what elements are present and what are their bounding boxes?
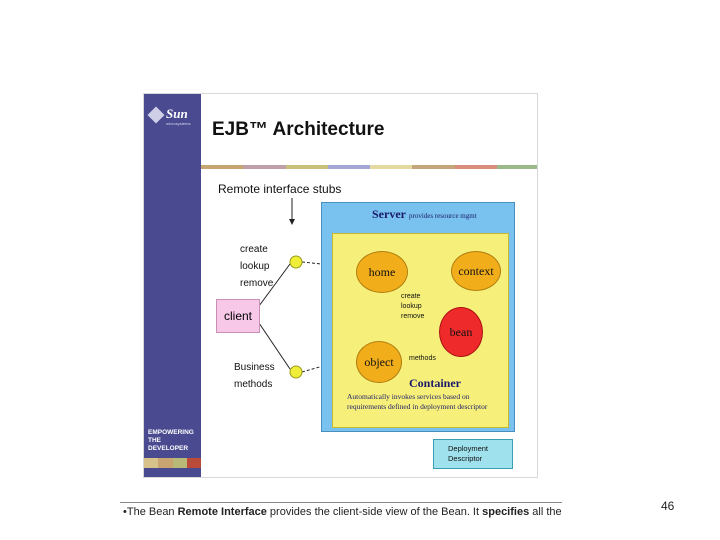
client-box: client [216, 299, 260, 333]
sun-logo: Sun microsystems [147, 106, 195, 132]
remote-stub-label: Remote interface stubs [218, 182, 342, 196]
object-bean-methods: methods [409, 355, 436, 362]
deployment-line-1: Deployment [448, 444, 489, 453]
footer-text-part: provides the client-side view of the Bea… [266, 506, 483, 518]
color-swatch [172, 458, 187, 468]
business-methods-label: Business methods [234, 359, 275, 393]
stripe-segment [454, 165, 497, 169]
stripe-segment [201, 165, 244, 169]
home-bean-calls: create lookup remove [401, 292, 424, 322]
slide-title: EJB™ Architecture [212, 119, 385, 140]
tagline-line-1: EMPOWERING [148, 429, 194, 436]
color-swatch [158, 458, 173, 468]
footer-text-bold: specifies [482, 506, 530, 518]
stripe-segment [370, 165, 413, 169]
stripe-segment [412, 165, 455, 169]
page-number: 46 [661, 499, 675, 513]
logo-text: Sun [166, 106, 188, 121]
logo-subtext: microsystems [166, 121, 191, 126]
client-to-stub-top [258, 263, 291, 307]
title-stripe [201, 165, 537, 169]
footer-text-bold: Remote Interface [177, 506, 267, 518]
home-bean-lookup: lookup [401, 303, 422, 310]
deployment-descriptor-box: Deployment Descriptor [433, 439, 513, 469]
object-node: object [356, 341, 402, 383]
deployment-line-2: Descriptor [448, 454, 483, 463]
client-call-create: create [240, 244, 268, 255]
stub-dot-bottom [289, 365, 303, 379]
stub-dot-top [289, 255, 303, 269]
sidebar: Sun microsystems EMPOWERING THE DEVELOPE… [144, 94, 201, 477]
container-label: Container [409, 376, 461, 390]
tagline: EMPOWERING THE DEVELOPER [148, 429, 201, 453]
bean-node: bean [439, 307, 483, 357]
footer-text-box: •The Bean Remote Interface provides the … [120, 502, 562, 521]
client-call-list: create lookup remove [240, 241, 273, 292]
stripe-segment [327, 165, 370, 169]
color-swatch [186, 458, 201, 468]
home-bean-remove: remove [401, 313, 425, 320]
business-label-line-2: methods [234, 379, 273, 390]
color-swatch [144, 458, 159, 468]
stripe-segment [496, 165, 537, 169]
footer-text-part: all the [529, 506, 562, 518]
client-call-remove: remove [240, 278, 274, 289]
footer-text: •The Bean Remote Interface provides the … [123, 506, 562, 518]
container-box: home context bean object create lookup r… [332, 233, 509, 428]
server-title-text: Server [372, 207, 406, 221]
container-description: Automatically invokes services based on … [347, 392, 488, 411]
stripe-segment [285, 165, 328, 169]
color-swatches [144, 458, 201, 468]
tagline-line-2: THE DEVELOPER [148, 437, 189, 452]
client-to-stub-bottom [258, 322, 291, 370]
context-node: context [451, 251, 501, 291]
client-call-lookup: lookup [240, 261, 270, 272]
home-bean-create: create [401, 293, 421, 300]
footer-text-part: •The Bean [123, 506, 178, 518]
slide-image: Sun microsystems EMPOWERING THE DEVELOPE… [143, 93, 538, 478]
server-subtitle: provides resource mgmt [408, 212, 477, 220]
stripe-segment [243, 165, 286, 169]
business-label-line-1: Business [234, 362, 275, 373]
home-node: home [356, 251, 408, 293]
